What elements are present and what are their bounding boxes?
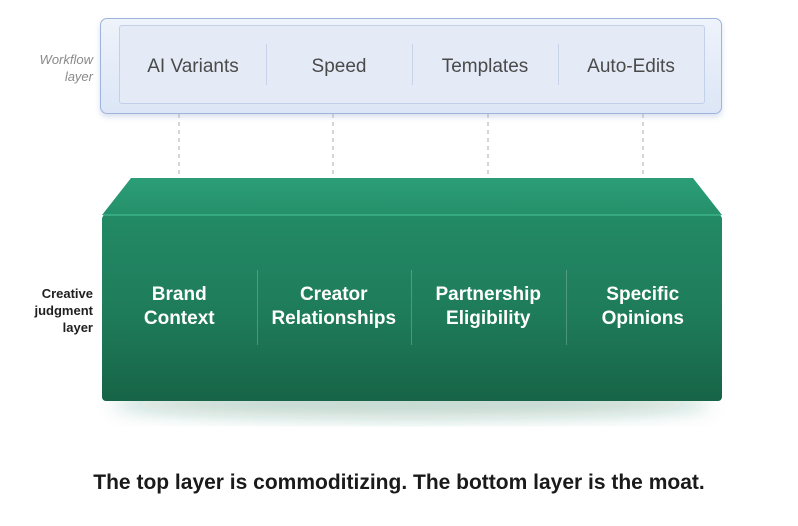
judgment-label-line3: layer xyxy=(62,320,93,335)
workflow-item-ai-variants: AI Variants xyxy=(120,26,266,103)
slab-top-face xyxy=(102,178,722,215)
judgment-item-text: Brand Context xyxy=(144,283,215,331)
judgment-item-text: Specific Opinions xyxy=(602,283,684,331)
judgment-item-line1: Partnership xyxy=(435,283,542,305)
judgment-item-specific-opinions: Specific Opinions xyxy=(565,215,721,400)
workflow-item-label: Speed xyxy=(311,55,367,77)
workflow-item-templates: Templates xyxy=(412,26,558,103)
judgment-item-line1: Brand xyxy=(151,283,207,305)
judgment-item-line1: Specific xyxy=(606,283,680,305)
judgment-item-line2: Relationships xyxy=(271,307,397,329)
workflow-label-line1: Workflow xyxy=(39,52,93,67)
judgment-item-text: Creator Relationships xyxy=(271,283,396,331)
judgment-layer-label: Creative judgment layer xyxy=(10,285,94,336)
workflow-label-line2: layer xyxy=(64,69,93,84)
workflow-item-auto-edits: Auto-Edits xyxy=(558,26,704,103)
judgment-item-line1: Creator xyxy=(299,283,368,305)
judgment-item-text: Partnership Eligibility xyxy=(435,283,541,331)
workflow-item-label: Templates xyxy=(441,55,529,77)
judgment-item-line2: Eligibility xyxy=(446,307,531,329)
workflow-item-speed: Speed xyxy=(266,26,412,103)
workflow-layer-panel: AI Variants Speed Templates Auto-Edits xyxy=(119,25,705,104)
workflow-item-label: AI Variants xyxy=(147,55,239,77)
judgment-label-line1: Creative xyxy=(41,286,93,301)
judgment-items: Brand Context Creator Relationships Part… xyxy=(102,215,720,400)
judgment-item-line2: Context xyxy=(143,307,215,329)
judgment-item-brand-context: Brand Context xyxy=(102,215,257,400)
caption: The top layer is commoditizing. The bott… xyxy=(93,471,705,494)
judgment-label-line2: judgment xyxy=(34,303,94,318)
judgment-item-creator-relationships: Creator Relationships xyxy=(256,215,412,400)
workflow-item-label: Auto-Edits xyxy=(587,55,675,77)
judgment-item-line2: Opinions xyxy=(601,307,684,329)
workflow-layer-label: Workflow layer xyxy=(10,51,93,85)
judgment-item-partnership-eligibility: Partnership Eligibility xyxy=(411,215,566,400)
slab-front-face xyxy=(102,215,722,401)
